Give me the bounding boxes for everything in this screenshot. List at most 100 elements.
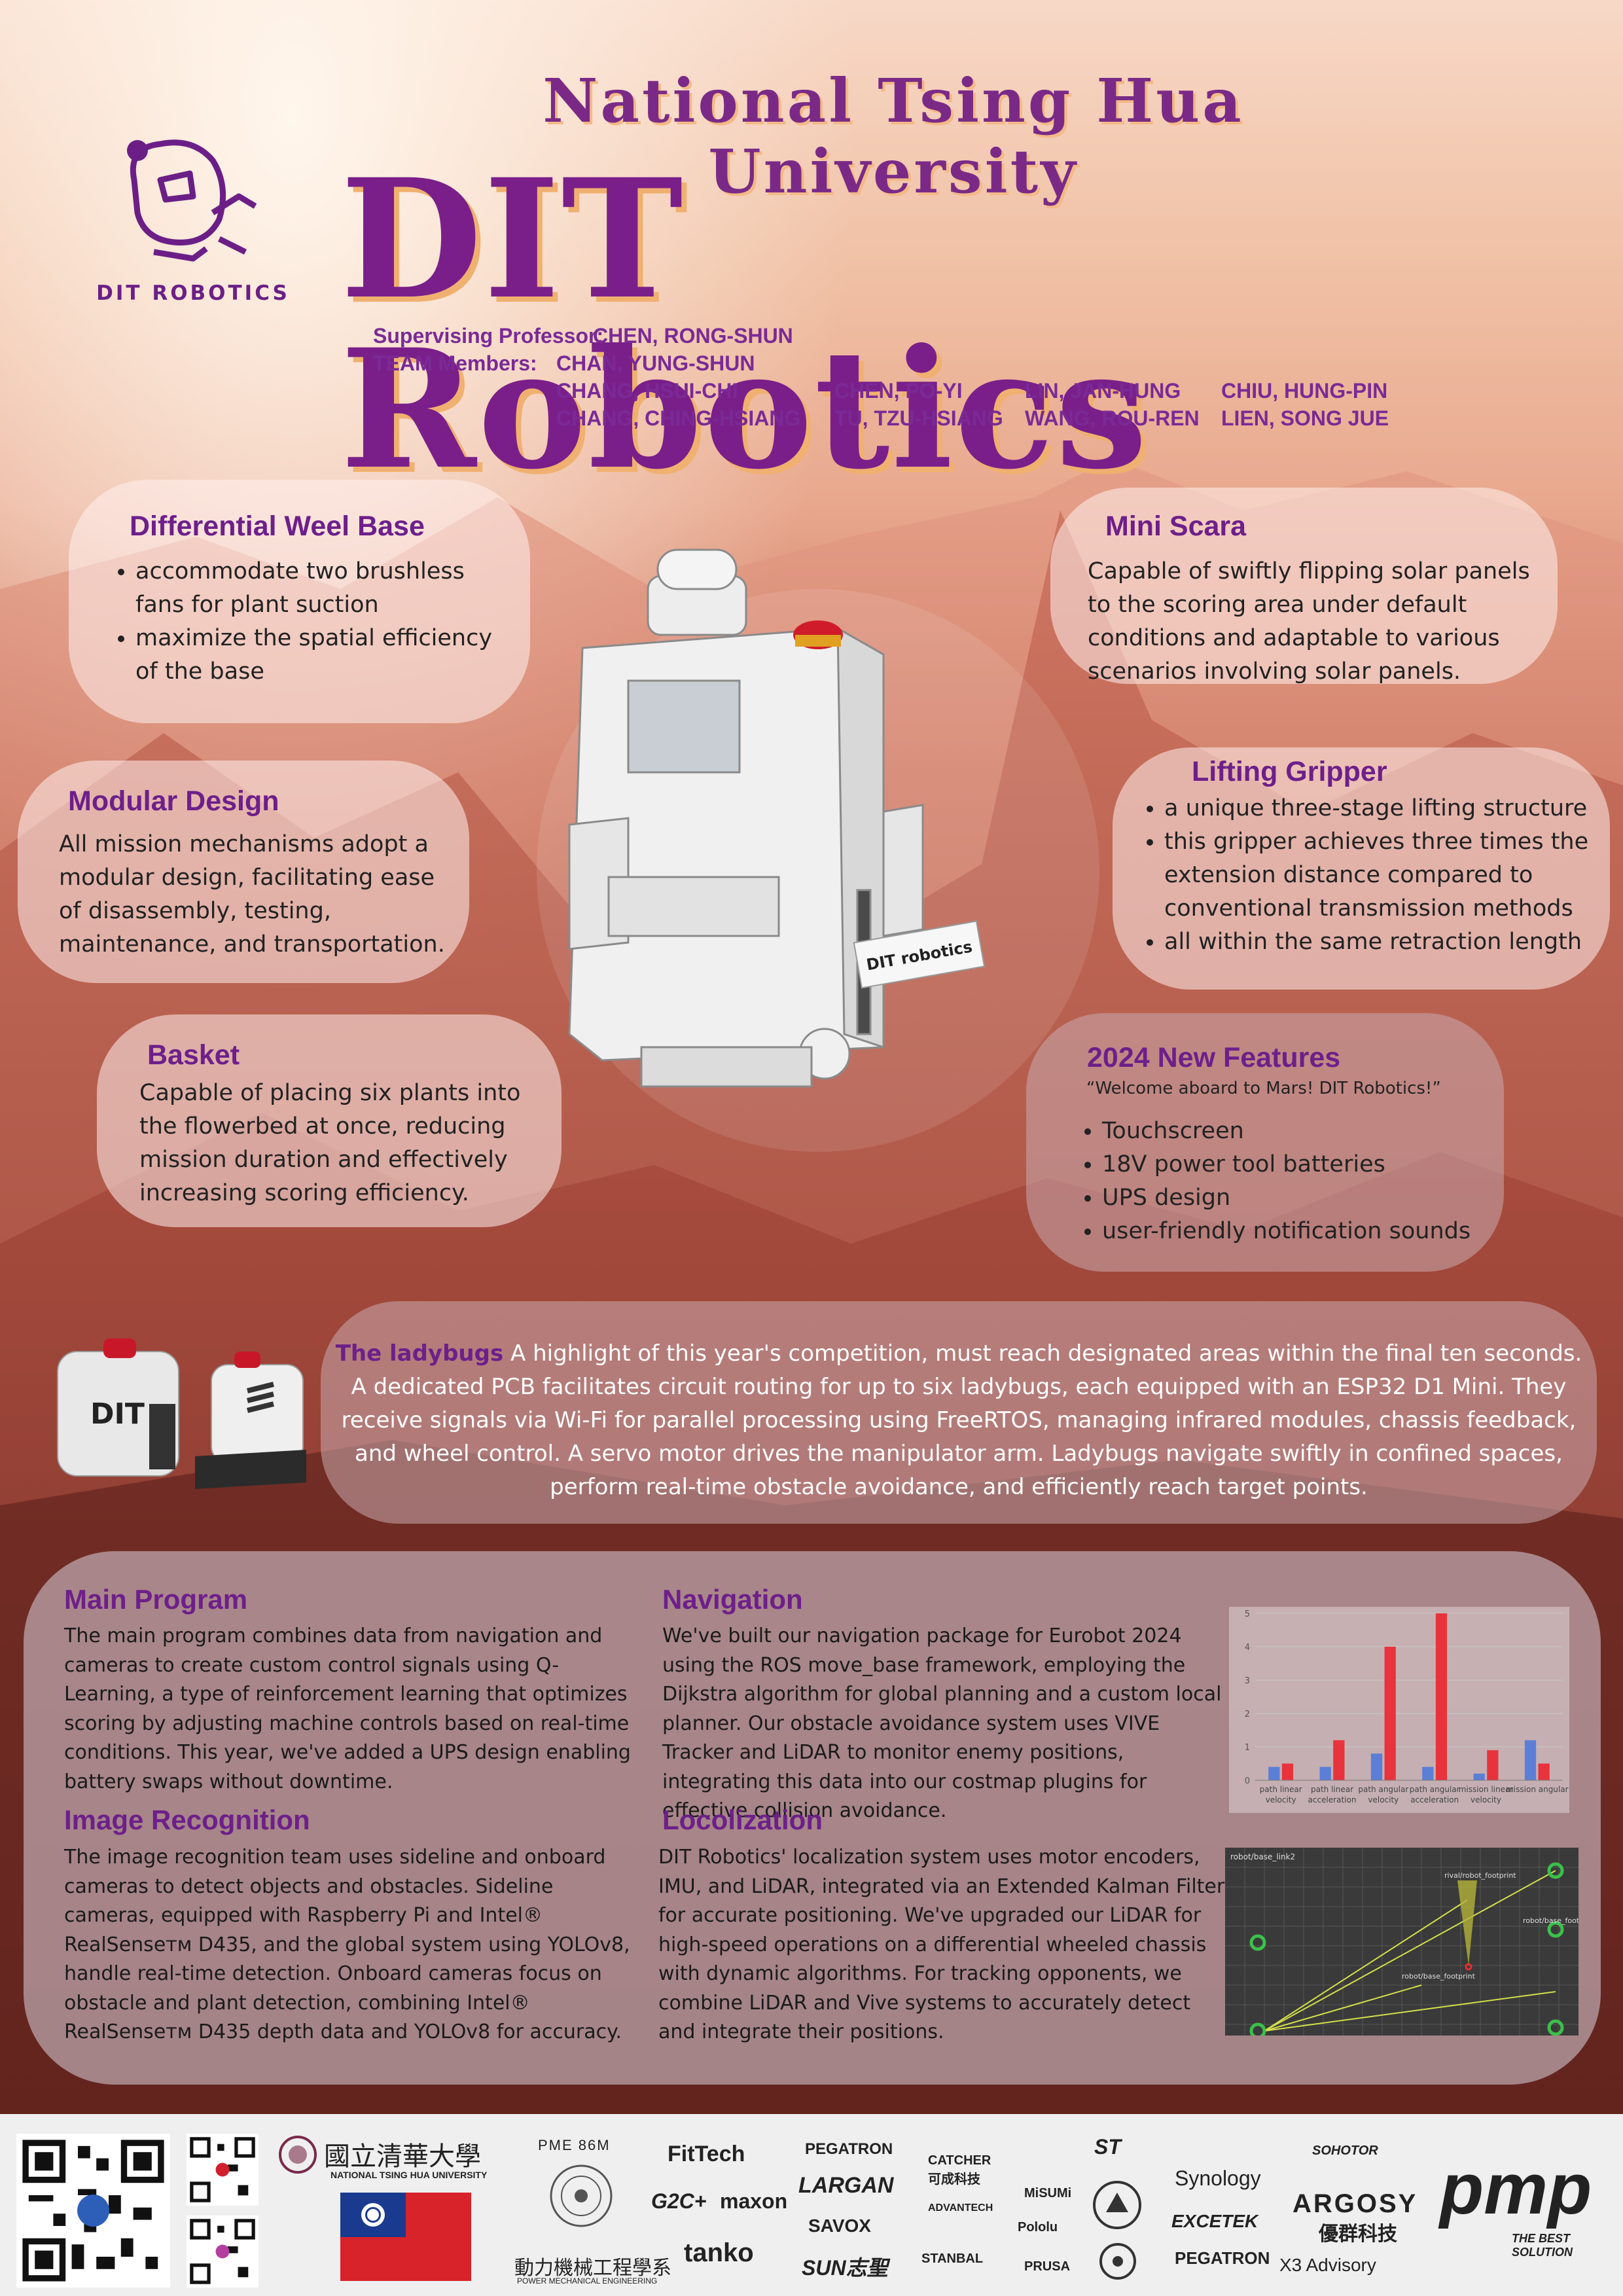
- sponsor-footer: [0, 2114, 1623, 2296]
- supervisor-name: CHEN, RONG-SHUN: [593, 324, 793, 348]
- pme-label: PME 86M: [538, 2137, 611, 2153]
- new-features-bullet: Touchscreen: [1102, 1115, 1493, 1148]
- sponsor-logo: G2C+: [651, 2189, 707, 2213]
- chart-bar: [1422, 1767, 1434, 1780]
- main-program-title: Main Program: [64, 1584, 248, 1615]
- rviz-label: robot/base_link2: [1230, 1852, 1295, 1861]
- sponsor-logo: THE BEST SOLUTION: [1512, 2232, 1573, 2259]
- nthu-name-cn: 國立清華大學: [324, 2142, 481, 2172]
- ladybugs-title: The ladybugs: [335, 1340, 504, 1367]
- chart-y-tick-label: 0: [1245, 1776, 1250, 1786]
- differential-bullet: accommodate two brushless fans for plant…: [135, 555, 501, 622]
- sponsor-logo: MiSUMi: [1024, 2186, 1072, 2200]
- new-features-bubble: [1026, 1013, 1504, 1272]
- sponsor-logo: ADVANTECH: [928, 2202, 993, 2214]
- ladybugs-body: A highlight of this year's competition, …: [341, 1340, 1582, 1500]
- basket-text: Capable of placing six plants into the f…: [139, 1080, 521, 1206]
- chart-bar: [1281, 1763, 1294, 1780]
- qr-code-instagram[interactable]: [187, 2215, 259, 2287]
- localization-title: Locolization: [662, 1804, 823, 1835]
- logo-text: DIT ROBOTICS: [96, 281, 290, 305]
- chart-x-tick-label: velocity: [1471, 1795, 1501, 1804]
- chart-x-tick-label: acceleration: [1410, 1795, 1459, 1804]
- team-member: CHANG, CHING-HSIANG: [556, 406, 801, 430]
- sponsor-logo: pmp: [1440, 2149, 1592, 2229]
- sponsor-logo: EXCETEK: [1171, 2211, 1258, 2231]
- chart-x-tick-label: mission angular: [1506, 1785, 1568, 1794]
- ladybugs-text: The ladybugs A highlight of this year's …: [330, 1337, 1587, 1504]
- university-name: National Tsing Hua University: [543, 65, 1244, 207]
- lifting-title: Lifting Gripper: [1192, 756, 1387, 787]
- chart-x-tick-label: path angular: [1358, 1785, 1408, 1794]
- sponsor-logo: PEGATRON: [805, 2140, 893, 2158]
- chart-bar: [1333, 1740, 1345, 1780]
- sponsor-logo: LARGAN: [798, 2173, 894, 2198]
- dept-name-cn: 動力機械工程學系: [514, 2257, 671, 2280]
- team-member: CHANG, HSUI-CHI: [556, 379, 738, 403]
- image-recognition-title: Image Recognition: [64, 1804, 310, 1835]
- team-member: CHIU, HUNG-PIN: [1221, 379, 1388, 403]
- sponsor-logo: maxon: [720, 2189, 788, 2213]
- qr-code-youtube[interactable]: [187, 2134, 259, 2206]
- chart-bar: [1268, 1767, 1280, 1780]
- team-member: LIEN, SONG JUE: [1221, 406, 1389, 430]
- sponsor-logo: PEGATRON: [1175, 2248, 1270, 2268]
- qr-code-facebook[interactable]: [16, 2134, 170, 2287]
- sponsor-logo: Synology: [1175, 2166, 1261, 2190]
- sponsor-logo: ST: [1094, 2135, 1121, 2159]
- differential-bullet: maximize the spatial efficiency of the b…: [135, 622, 501, 689]
- lifting-bubble: [1113, 747, 1610, 990]
- mini-scara-text: Capable of swiftly flipping solar panels…: [1088, 558, 1530, 685]
- mini-scara-bubble: [1050, 488, 1558, 684]
- new-features-bullet: 18V power tool batteries: [1102, 1148, 1493, 1181]
- sponsor-logo: SOHOTOR: [1312, 2144, 1378, 2158]
- chart-y-tick-label: 3: [1245, 1676, 1250, 1686]
- team-member: TU, TZU-HSIANG: [834, 406, 1003, 430]
- ladybug-label: DIT: [90, 1397, 145, 1431]
- sponsor-logo: CATCHER 可成科技: [928, 2153, 991, 2187]
- new-features-bullet: UPS design: [1102, 1181, 1493, 1215]
- team-member: LIN, JAN-HUNG: [1025, 379, 1181, 403]
- navigation-text: We've built our navigation package for E…: [662, 1624, 1222, 1822]
- nthu-name-en: NATIONAL TSING HUA UNIVERSITY: [330, 2170, 488, 2180]
- sponsor-logo: 優群科技: [1319, 2223, 1397, 2245]
- mini-scara-title: Mini Scara: [1105, 511, 1247, 542]
- rviz-label: rival/robot_footprint: [1444, 1871, 1516, 1880]
- sponsor-emblem-icon: [1093, 2181, 1141, 2229]
- chart-bar: [1319, 1767, 1331, 1780]
- chart-y-tick-label: 4: [1245, 1643, 1250, 1653]
- pme-emblem-icon: [550, 2164, 613, 2227]
- differential-title: Differential Weel Base: [130, 511, 425, 542]
- sponsor-logo: X3 Advisory: [1279, 2255, 1376, 2275]
- robot-image: DIT robotics: [568, 548, 986, 1088]
- modular-title: Modular Design: [68, 785, 279, 817]
- main-program-text: The main program combines data from navi…: [64, 1624, 631, 1793]
- team-member: CHAN, YUNG-SHUN: [556, 351, 755, 375]
- chart-x-tick-label: velocity: [1368, 1795, 1399, 1804]
- sponsor-logo: SAVOX: [808, 2215, 871, 2236]
- lifting-bullet: all within the same retraction length: [1164, 925, 1601, 959]
- sponsor-logo: STANBAL: [921, 2251, 984, 2266]
- ladybugs-bubble: [321, 1301, 1597, 1524]
- sponsor-logo: tanko: [684, 2238, 754, 2267]
- chart-bar: [1473, 1773, 1485, 1780]
- lifting-bullet: this gripper achieves three times the ex…: [1164, 825, 1601, 925]
- sponsor-emblem-icon: [1099, 2243, 1136, 2280]
- dit-logo-icon: [127, 139, 257, 262]
- differential-bubble: [69, 480, 530, 723]
- lifting-bullet: a unique three-stage lifting structure: [1164, 792, 1601, 825]
- chart-x-tick-label: mission linear: [1459, 1785, 1514, 1794]
- differential-text: accommodate two brushless fans for plant…: [108, 555, 501, 689]
- team-member: WANG, ROU-REN: [1025, 406, 1200, 430]
- chart-y-tick-label: 2: [1245, 1710, 1250, 1719]
- basket-title: Basket: [147, 1039, 240, 1071]
- page-title: DIT Robotics: [340, 143, 1149, 505]
- basket-bubble: [97, 1014, 562, 1227]
- rviz-label: robot/base_footprint: [1402, 1972, 1476, 1981]
- modular-bubble: [18, 761, 469, 983]
- chart-x-tick-label: velocity: [1266, 1795, 1296, 1804]
- sponsor-logo: PRUSA: [1024, 2259, 1071, 2274]
- sponsor-logo: FitTech: [668, 2142, 745, 2166]
- sponsor-logo: ARGOSY: [1293, 2189, 1418, 2218]
